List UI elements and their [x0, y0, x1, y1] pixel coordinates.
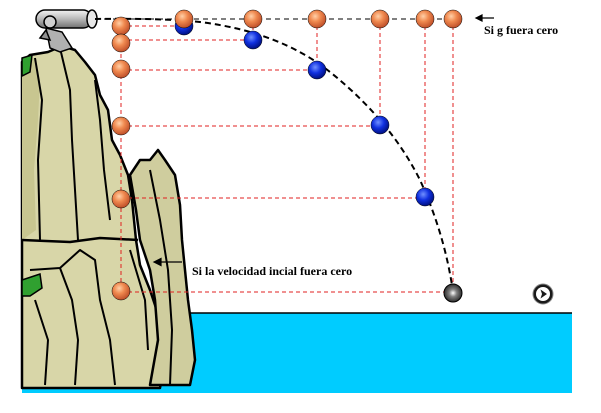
- parabola-ball: [243, 30, 263, 50]
- arrow-left-icon: [474, 14, 494, 22]
- velocity-zero-label: Si la velocidad incial fuera cero: [192, 264, 353, 278]
- vertical-fall-balls: [111, 16, 131, 301]
- parabola-balls: [174, 16, 435, 207]
- parabola-ball: [307, 60, 327, 80]
- cannon-icon: [35, 9, 98, 53]
- next-button[interactable]: [532, 283, 554, 305]
- vertical-ball: [111, 189, 131, 209]
- cliff: [20, 44, 197, 390]
- gravity-zero-label: Si g fuera cero: [484, 23, 559, 37]
- horizontal-ball: [415, 9, 435, 29]
- play-arrow-icon: [532, 283, 554, 305]
- horizontal-ball: [174, 9, 194, 29]
- parabola-ball: [415, 187, 435, 207]
- horizontal-motion-balls: [174, 9, 463, 29]
- landing-ball: [443, 283, 463, 303]
- vertical-ball: [111, 281, 131, 301]
- grass: [21, 53, 43, 297]
- parabola-ball: [370, 115, 390, 135]
- vertical-ball: [111, 16, 131, 36]
- horizontal-ball: [370, 9, 390, 29]
- horizontal-ball: [243, 9, 263, 29]
- vertical-ball: [111, 116, 131, 136]
- vertical-ball: [111, 33, 131, 53]
- horizontal-ball: [443, 9, 463, 29]
- horizontal-ball: [307, 9, 327, 29]
- vertical-ball: [111, 59, 131, 79]
- arrow-left-icon: [152, 257, 182, 267]
